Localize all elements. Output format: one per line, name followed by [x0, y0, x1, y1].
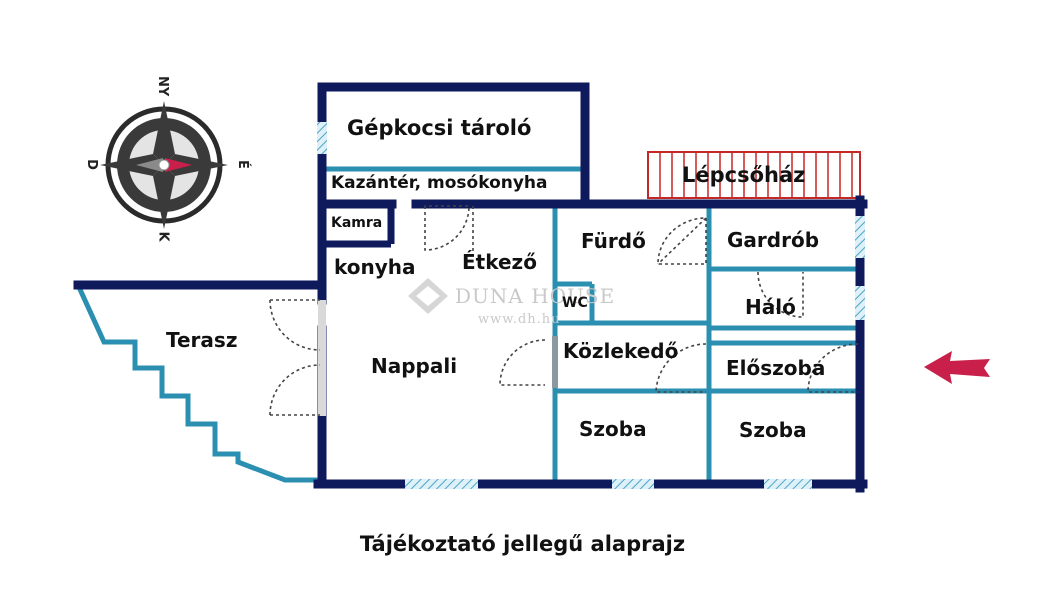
compass-east: É: [234, 160, 250, 169]
room-wc-label: WC: [562, 295, 588, 311]
pantry-walls: [322, 208, 395, 248]
room-living-label: Nappali: [371, 354, 458, 378]
room-bedroom-label: Háló: [745, 295, 796, 319]
entrance-arrow: [924, 351, 990, 384]
room-kitchen-label: konyha: [334, 255, 416, 279]
room-boiler-label: Kazántér, mosókonyha: [331, 173, 548, 193]
compass-south: K: [155, 231, 171, 242]
compass: [100, 101, 228, 229]
room-corridor-label: Közlekedő: [563, 339, 679, 363]
terrace-outline: [75, 283, 322, 483]
room-terrace-label: Terasz: [166, 328, 238, 352]
compass-needle-west: [136, 158, 163, 172]
plan-caption: Tájékoztató jellegű alaprajz: [359, 532, 686, 556]
room-stairwell-label: Lépcsőház: [682, 163, 806, 187]
windows: [317, 122, 865, 489]
compass-north: NY: [155, 76, 170, 97]
compass-needle-east: [165, 158, 192, 172]
room-hall-label: Előszoba: [726, 356, 826, 380]
stairwell-stairs: [647, 151, 861, 199]
room-dining-label: Étkező: [462, 250, 537, 274]
duna-house-logo: [408, 278, 448, 314]
watermark-brand: DUNA HOUSE: [455, 284, 616, 308]
room-bathroom-label: Fürdő: [581, 229, 646, 253]
room-wardrobe-label: Gardrób: [727, 228, 820, 252]
room-garage-label: Gépkocsi tároló: [347, 116, 532, 140]
room-a-label: Szoba: [579, 417, 647, 441]
compass-west: D: [83, 159, 99, 170]
watermark-url: www.dh.hu: [478, 312, 561, 327]
room-b-label: Szoba: [739, 418, 807, 442]
inner-walls: [322, 166, 860, 484]
door-swings: [269, 205, 859, 416]
room-pantry-label: Kamra: [331, 215, 383, 231]
